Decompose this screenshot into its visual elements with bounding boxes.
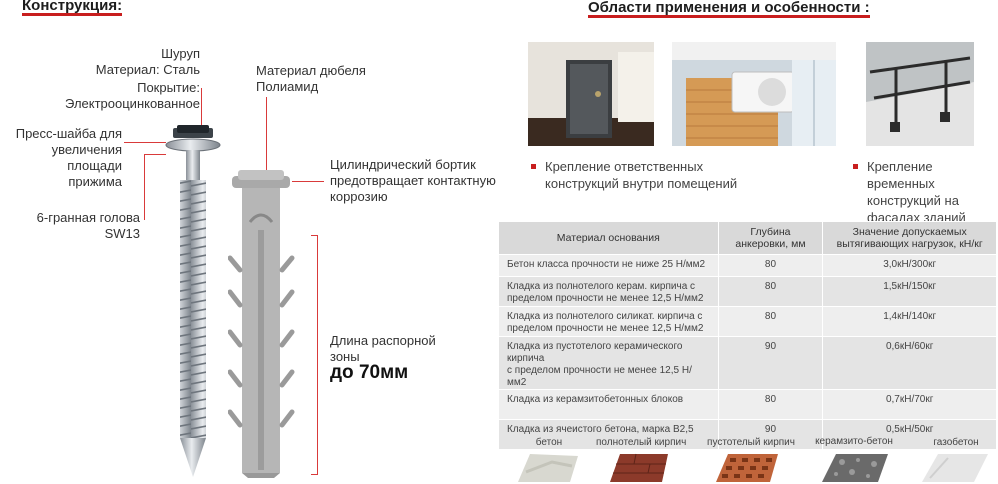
bullet-marker — [853, 164, 858, 169]
collar-label: Цилиндрический бортик предотвращает конт… — [330, 157, 496, 204]
head-pointer-line-v — [144, 154, 145, 220]
bullet-interior: Крепление ответственных конструкций внут… — [531, 158, 737, 192]
swatch-expanded-clay — [822, 454, 888, 482]
head-pointer-line-h — [144, 154, 166, 155]
head-label: 6-гранная голова SW13 — [36, 210, 140, 241]
screw-pointer-line — [201, 88, 202, 129]
bullet-marker — [531, 164, 536, 169]
bullet-facade: Крепление временных конструкций на фасад… — [853, 158, 998, 226]
header-material: Материал основания — [498, 221, 719, 255]
table-row: Кладка из керамзитобетонных блоков 80 0,… — [498, 389, 997, 420]
swatch-aerated-concrete — [922, 454, 988, 482]
photo-air-conditioner — [672, 42, 836, 146]
table-row: Кладка из ячеистого бетона, марка В2,5 9… — [498, 419, 997, 450]
material-label-solid-brick: полнотелый кирпич — [596, 437, 687, 448]
screw-coating-label: Покрытие: Электрооцинкованное — [65, 80, 200, 111]
photo-safe-interior — [528, 42, 654, 146]
washer-pointer-line — [124, 142, 166, 143]
swatch-solid-brick — [610, 453, 668, 482]
applications-title: Области применения и особенности : — [588, 0, 870, 18]
photo-facade-structure — [866, 42, 974, 146]
construction-title: Конструкция: — [22, 0, 123, 16]
screw-label: Шуруп Материал: Сталь — [95, 46, 200, 77]
table-row: Кладка из пустотелого керамического кирп… — [498, 336, 997, 390]
zone-bracket-v — [317, 235, 318, 475]
collar-pointer-line — [292, 181, 324, 182]
swatch-concrete — [518, 454, 578, 482]
material-label-hollow-brick: пустотелый кирпич — [707, 437, 795, 448]
swatch-hollow-brick — [716, 454, 778, 482]
washer-label: Пресс-шайба для увеличения площади прижи… — [15, 126, 122, 189]
zone-value: до 70мм — [330, 362, 409, 383]
zone-label: Длина распорной зоны до 70мм — [330, 333, 436, 383]
zone-bracket-bottom — [311, 474, 318, 475]
dowel-illustration — [228, 170, 295, 478]
dowel-pointer-line — [266, 97, 267, 177]
material-label-aerated: газобетон — [933, 437, 979, 448]
material-label-concrete: бетон — [535, 437, 563, 448]
zone-bracket-top — [311, 235, 318, 236]
table-row: Бетон класса прочности не ниже 25 Н/мм2 … — [498, 254, 997, 277]
material-label-expanded-clay: керамзито-бетон — [815, 436, 893, 447]
table-row: Кладка из полнотелого силикат. кирпича с… — [498, 306, 997, 337]
screw-illustration — [165, 125, 221, 477]
dowel-material-label: Материал дюбеля Полиамид — [256, 63, 366, 94]
